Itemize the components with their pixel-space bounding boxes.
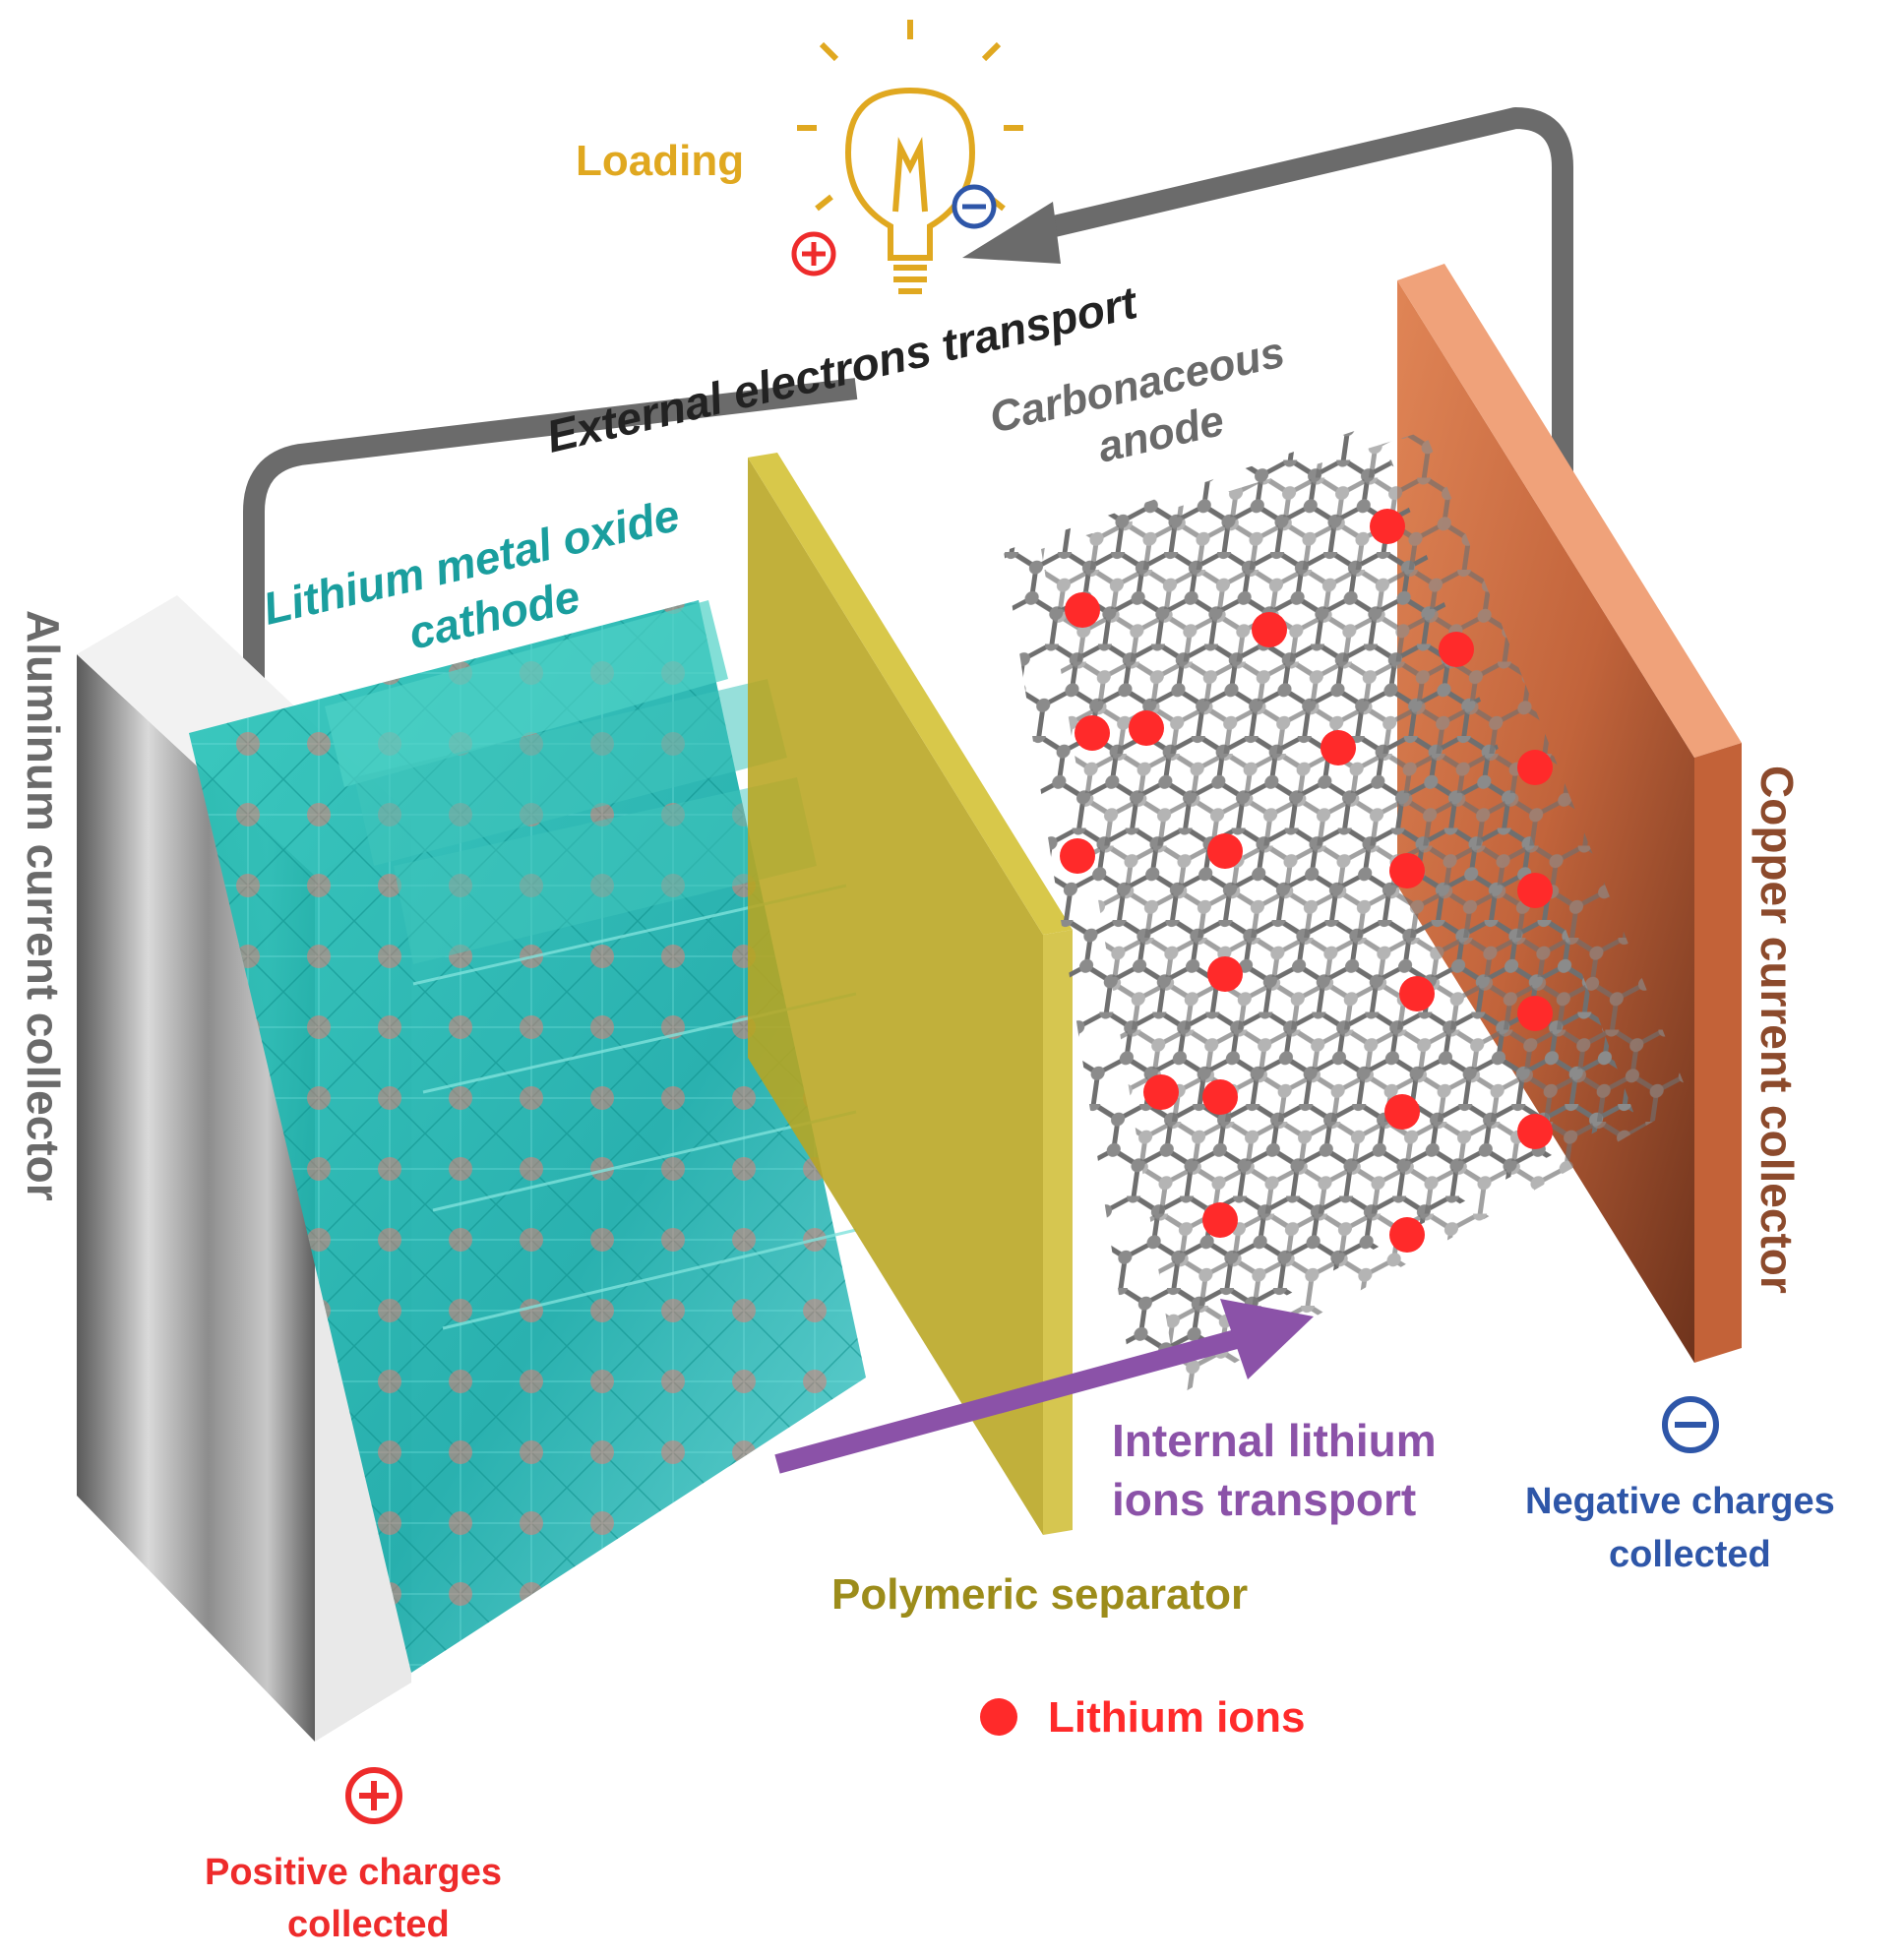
minus-icon: [952, 184, 997, 229]
positive-label-line1: Positive charges: [205, 1852, 502, 1893]
lithium-ions-anode: [1060, 509, 1553, 1253]
positive-terminal-icon: [345, 1767, 402, 1824]
copper-label: Copper current collector: [1751, 765, 1803, 1294]
negative-terminal-icon: [1662, 1396, 1719, 1453]
external-transport-label: External electrons transport: [542, 276, 1143, 462]
separator-label: Polymeric separator: [831, 1570, 1248, 1619]
loading-label: Loading: [576, 137, 744, 185]
positive-label-line2: collected: [287, 1904, 450, 1945]
cathode-layers: [189, 600, 866, 1673]
internal-transport-line1: Internal lithium: [1112, 1415, 1437, 1466]
internal-transport-line2: ions transport: [1112, 1474, 1416, 1525]
external-arrow-head-left: [962, 202, 1061, 264]
negative-label-line2: collected: [1609, 1534, 1771, 1575]
aluminum-label: Aluminum current collector: [18, 610, 69, 1201]
plus-icon: [791, 231, 836, 276]
external-circuit-wire: [243, 378, 858, 876]
legend-lithium-label: Lithium ions: [1048, 1693, 1306, 1742]
legend-lithium-dot: [980, 1698, 1017, 1736]
negative-label-line1: Negative charges: [1525, 1481, 1835, 1522]
internal-ion-arrow: [774, 1299, 1314, 1474]
external-return-wire: [1030, 107, 1573, 521]
anode-lattice: [1004, 423, 1690, 1395]
